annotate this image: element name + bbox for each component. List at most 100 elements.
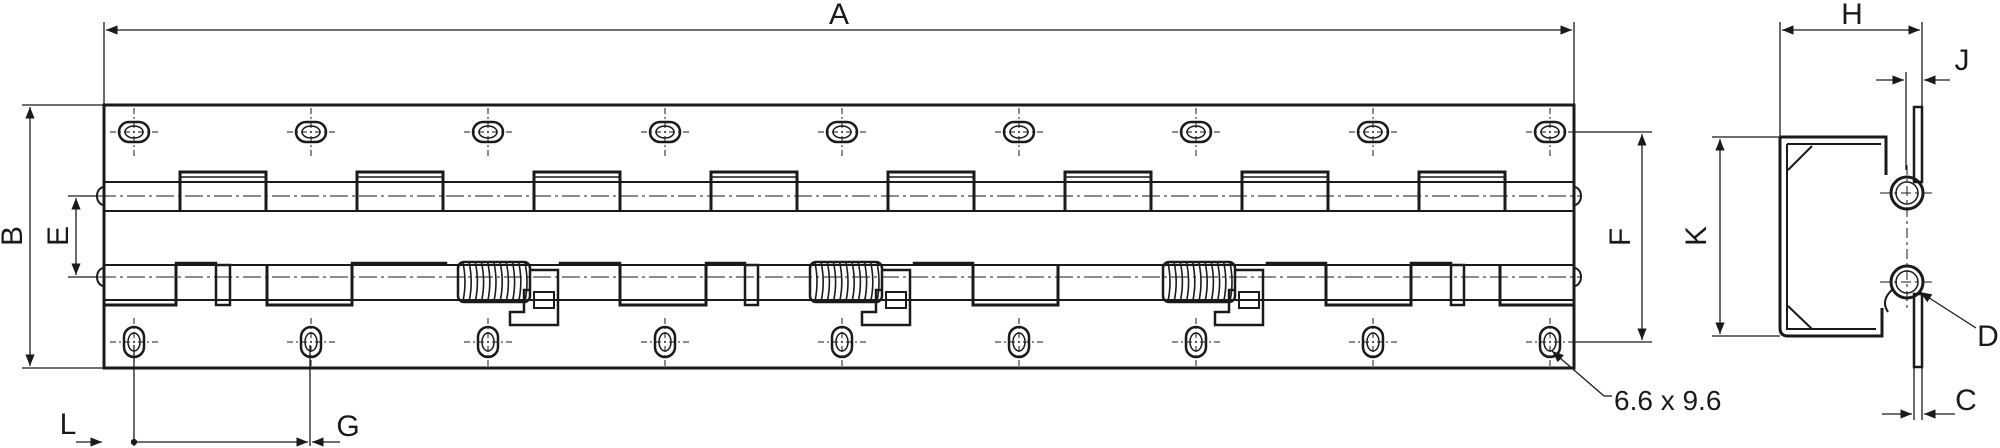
spring-coil [876,262,880,302]
profile-corner-bottom [1787,305,1813,330]
lower-slot-tab [214,263,232,307]
upper-knuckle-tab [355,170,445,211]
spring-coil [511,262,516,302]
spring-coil [1192,262,1196,302]
upper-knuckle-segments [178,170,1507,211]
lower-gap-edge [174,261,218,265]
spring-coil [839,262,843,302]
top-mounting-holes [110,108,1574,156]
upper-knuckle-tab [886,170,976,211]
spring-coil [857,262,862,302]
spring-body [808,260,884,304]
upper-pin-end-right [1573,186,1582,206]
spring-coil [1204,262,1208,302]
lower-gap-edge [912,261,975,265]
label-E: E [42,226,75,246]
spring-coil [1229,262,1233,302]
upper-knuckle-tab [709,170,799,211]
lower-pin-end-right [1573,267,1582,287]
spring-coil [1167,262,1171,302]
spring-body [1161,260,1237,304]
label-C: C [1955,384,1977,417]
spring-coil [505,262,510,302]
spring-coil [1185,262,1190,302]
side-spring-hook [1883,288,1894,313]
spring-bracket [860,268,912,327]
label-L: L [60,408,77,441]
label-K: K [1680,226,1713,246]
spring-coil [487,262,491,302]
front-view [96,103,1582,370]
spring-coil [480,262,485,302]
spring-coil [1216,262,1221,302]
profile-corner-top [1787,145,1813,171]
profile-inner [1786,143,1881,330]
lower-knuckle-tab [102,265,178,307]
spring-coil [814,262,818,302]
spring-bracket [508,268,560,327]
spring-coil [870,262,874,302]
upper-knuckle-tab [532,170,622,211]
side-leaf-bottom [1912,292,1924,369]
label-B: B [0,226,29,246]
lower-gap-edge [704,261,747,265]
label-A: A [829,0,849,31]
spring-coil [863,262,868,302]
spring-coil [468,262,472,302]
spring-body [456,260,532,304]
dimension-lines [22,22,1977,447]
spring-coil [1179,262,1184,302]
spring-coil [524,262,528,302]
lower-knuckle-tab [618,265,708,307]
lower-gap-edge [558,261,622,265]
label-G: G [336,410,359,443]
hinge-plate-outline [102,103,1576,370]
upper-knuckle-tab [1063,170,1153,211]
spring-coil [493,262,497,302]
spring-coil [1173,262,1177,302]
spring-coil [1223,262,1227,302]
lower-knuckle-segments [102,261,1576,307]
spring-coil [832,262,837,302]
lower-slot-tab [743,263,760,307]
spring-coil [518,262,522,302]
spring-bracket [1213,268,1265,327]
lower-knuckle-tab [1498,265,1576,307]
lower-knuckle-tab [1324,265,1413,307]
lower-slot-tab [1449,263,1466,307]
spring-coil [462,262,466,302]
hole-note-leader [1551,350,1605,397]
spring-bracket-tab [533,291,555,309]
label-H: H [1841,0,1863,31]
hole-size-note: 6.6 x 9.6 [1614,385,1721,416]
spring-coil [845,262,849,302]
spring-coil [499,262,503,302]
upper-knuckle-tab [1240,170,1330,211]
label-F: F [1604,228,1637,246]
spring-coil [851,262,855,302]
dim-L-dot [130,438,138,446]
upper-knuckle-tab [178,170,268,211]
torsion-springs [456,260,1265,327]
upper-knuckle-tab [1417,170,1507,211]
bottom-mounting-holes [110,318,1574,366]
side-leaf-top [1912,105,1924,184]
spring-bracket-tab [885,291,907,309]
lower-gap-edge [1265,261,1328,265]
label-J: J [1955,44,1970,77]
spring-coil [826,262,831,302]
spring-coil [1198,262,1202,302]
lower-knuckle-tab [971,265,1060,307]
spring-bracket-tab [1238,291,1260,309]
lower-knuckle-tab [265,265,354,307]
lower-gap-edge [1409,261,1453,265]
spring-coil [474,262,479,302]
side-view [1778,105,1935,369]
lower-gap-edge [350,261,448,265]
spring-coil [820,262,824,302]
label-D: D [1977,320,1999,353]
dim-D-leader [1919,291,1977,329]
spring-coil [1210,262,1215,302]
